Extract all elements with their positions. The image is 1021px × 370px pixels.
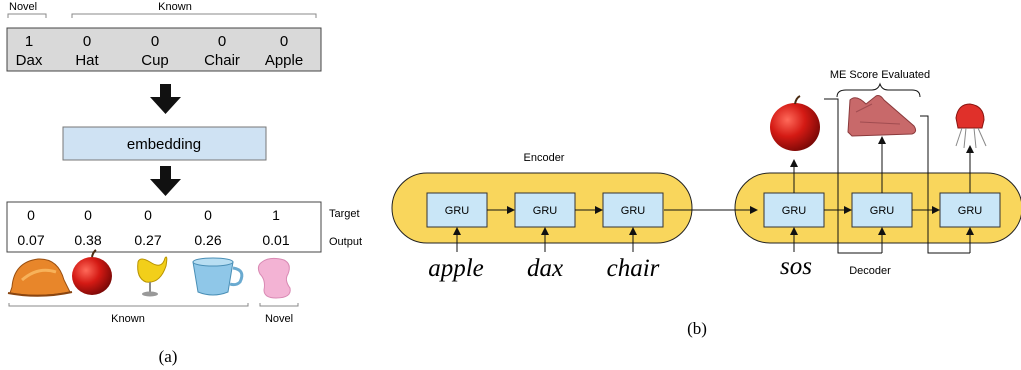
encoder-input-word: apple bbox=[428, 255, 484, 282]
known-top-label: Known bbox=[158, 1, 192, 13]
input-word: Cup bbox=[141, 52, 169, 69]
novel-object-icon bbox=[257, 257, 291, 299]
encoder-gru-3 bbox=[602, 192, 664, 228]
input-word: Apple bbox=[265, 52, 303, 69]
output-value: 0.07 bbox=[17, 232, 44, 248]
output-row-label: Output bbox=[329, 236, 362, 248]
known-bottom-label: Known bbox=[111, 313, 145, 325]
decoder-gru-3 bbox=[939, 192, 1001, 228]
novel-bottom-label: Novel bbox=[265, 313, 293, 325]
panel-b bbox=[391, 82, 1021, 254]
target-row-label: Target bbox=[329, 208, 360, 220]
target-value: 0 bbox=[144, 207, 152, 223]
feedback-line-2 bbox=[920, 115, 970, 254]
known-bracket bbox=[71, 13, 317, 18]
chair-icon bbox=[137, 256, 168, 297]
input-count: 0 bbox=[218, 33, 226, 50]
encoder-gru-label: GRU bbox=[445, 205, 470, 217]
target-output-box bbox=[6, 201, 322, 253]
input-word: Dax bbox=[16, 52, 43, 69]
decoder-gru-label: GRU bbox=[782, 205, 807, 217]
novel-bottom-bracket bbox=[259, 303, 299, 307]
encoder-gru-label: GRU bbox=[621, 205, 646, 217]
output-value: 0.27 bbox=[134, 232, 161, 248]
down-arrow-1 bbox=[150, 84, 181, 114]
encoder-input-word: chair bbox=[607, 255, 660, 282]
target-value: 0 bbox=[27, 207, 35, 223]
encoder-input-word: dax bbox=[527, 255, 563, 282]
caption-a: (a) bbox=[159, 347, 178, 366]
input-word: Hat bbox=[75, 52, 99, 69]
input-count: 1 bbox=[25, 33, 33, 50]
caption-b: (b) bbox=[687, 319, 707, 338]
decoder-gru-label: GRU bbox=[870, 205, 895, 217]
known-bottom-bracket bbox=[8, 303, 249, 307]
output-value: 0.38 bbox=[74, 232, 101, 248]
input-word: Chair bbox=[204, 52, 240, 69]
output-novel-object-icon bbox=[847, 95, 917, 137]
encoder-gru-2 bbox=[514, 192, 576, 228]
input-count: 0 bbox=[280, 33, 288, 50]
decoder-label: Decoder bbox=[849, 265, 891, 277]
hard-hat-icon bbox=[7, 258, 73, 297]
encoder-gru-label: GRU bbox=[533, 205, 558, 217]
target-value: 1 bbox=[272, 207, 280, 223]
encoder-label: Encoder bbox=[524, 152, 565, 164]
novel-bracket bbox=[7, 13, 47, 18]
novel-top-label: Novel bbox=[9, 1, 37, 13]
output-value: 0.26 bbox=[194, 232, 221, 248]
apple-icon bbox=[72, 249, 112, 295]
output-value: 0.01 bbox=[262, 232, 289, 248]
down-arrow-2 bbox=[150, 166, 181, 196]
input-count: 0 bbox=[83, 33, 91, 50]
cup-icon bbox=[192, 257, 244, 296]
panel-a bbox=[6, 13, 322, 307]
feedback-line-1 bbox=[824, 98, 882, 254]
embedding-box bbox=[62, 126, 267, 161]
embedding-label: embedding bbox=[127, 136, 201, 153]
input-count: 0 bbox=[151, 33, 159, 50]
output-apple-icon bbox=[770, 95, 820, 151]
decoder-gru-label: GRU bbox=[958, 205, 983, 217]
me-score-label: ME Score Evaluated bbox=[830, 69, 930, 81]
decoder-input-word: sos bbox=[780, 253, 812, 280]
target-value: 0 bbox=[204, 207, 212, 223]
me-score-brace bbox=[836, 82, 921, 98]
input-vector-box bbox=[6, 27, 322, 72]
target-value: 0 bbox=[84, 207, 92, 223]
output-chair-icon bbox=[955, 103, 987, 149]
